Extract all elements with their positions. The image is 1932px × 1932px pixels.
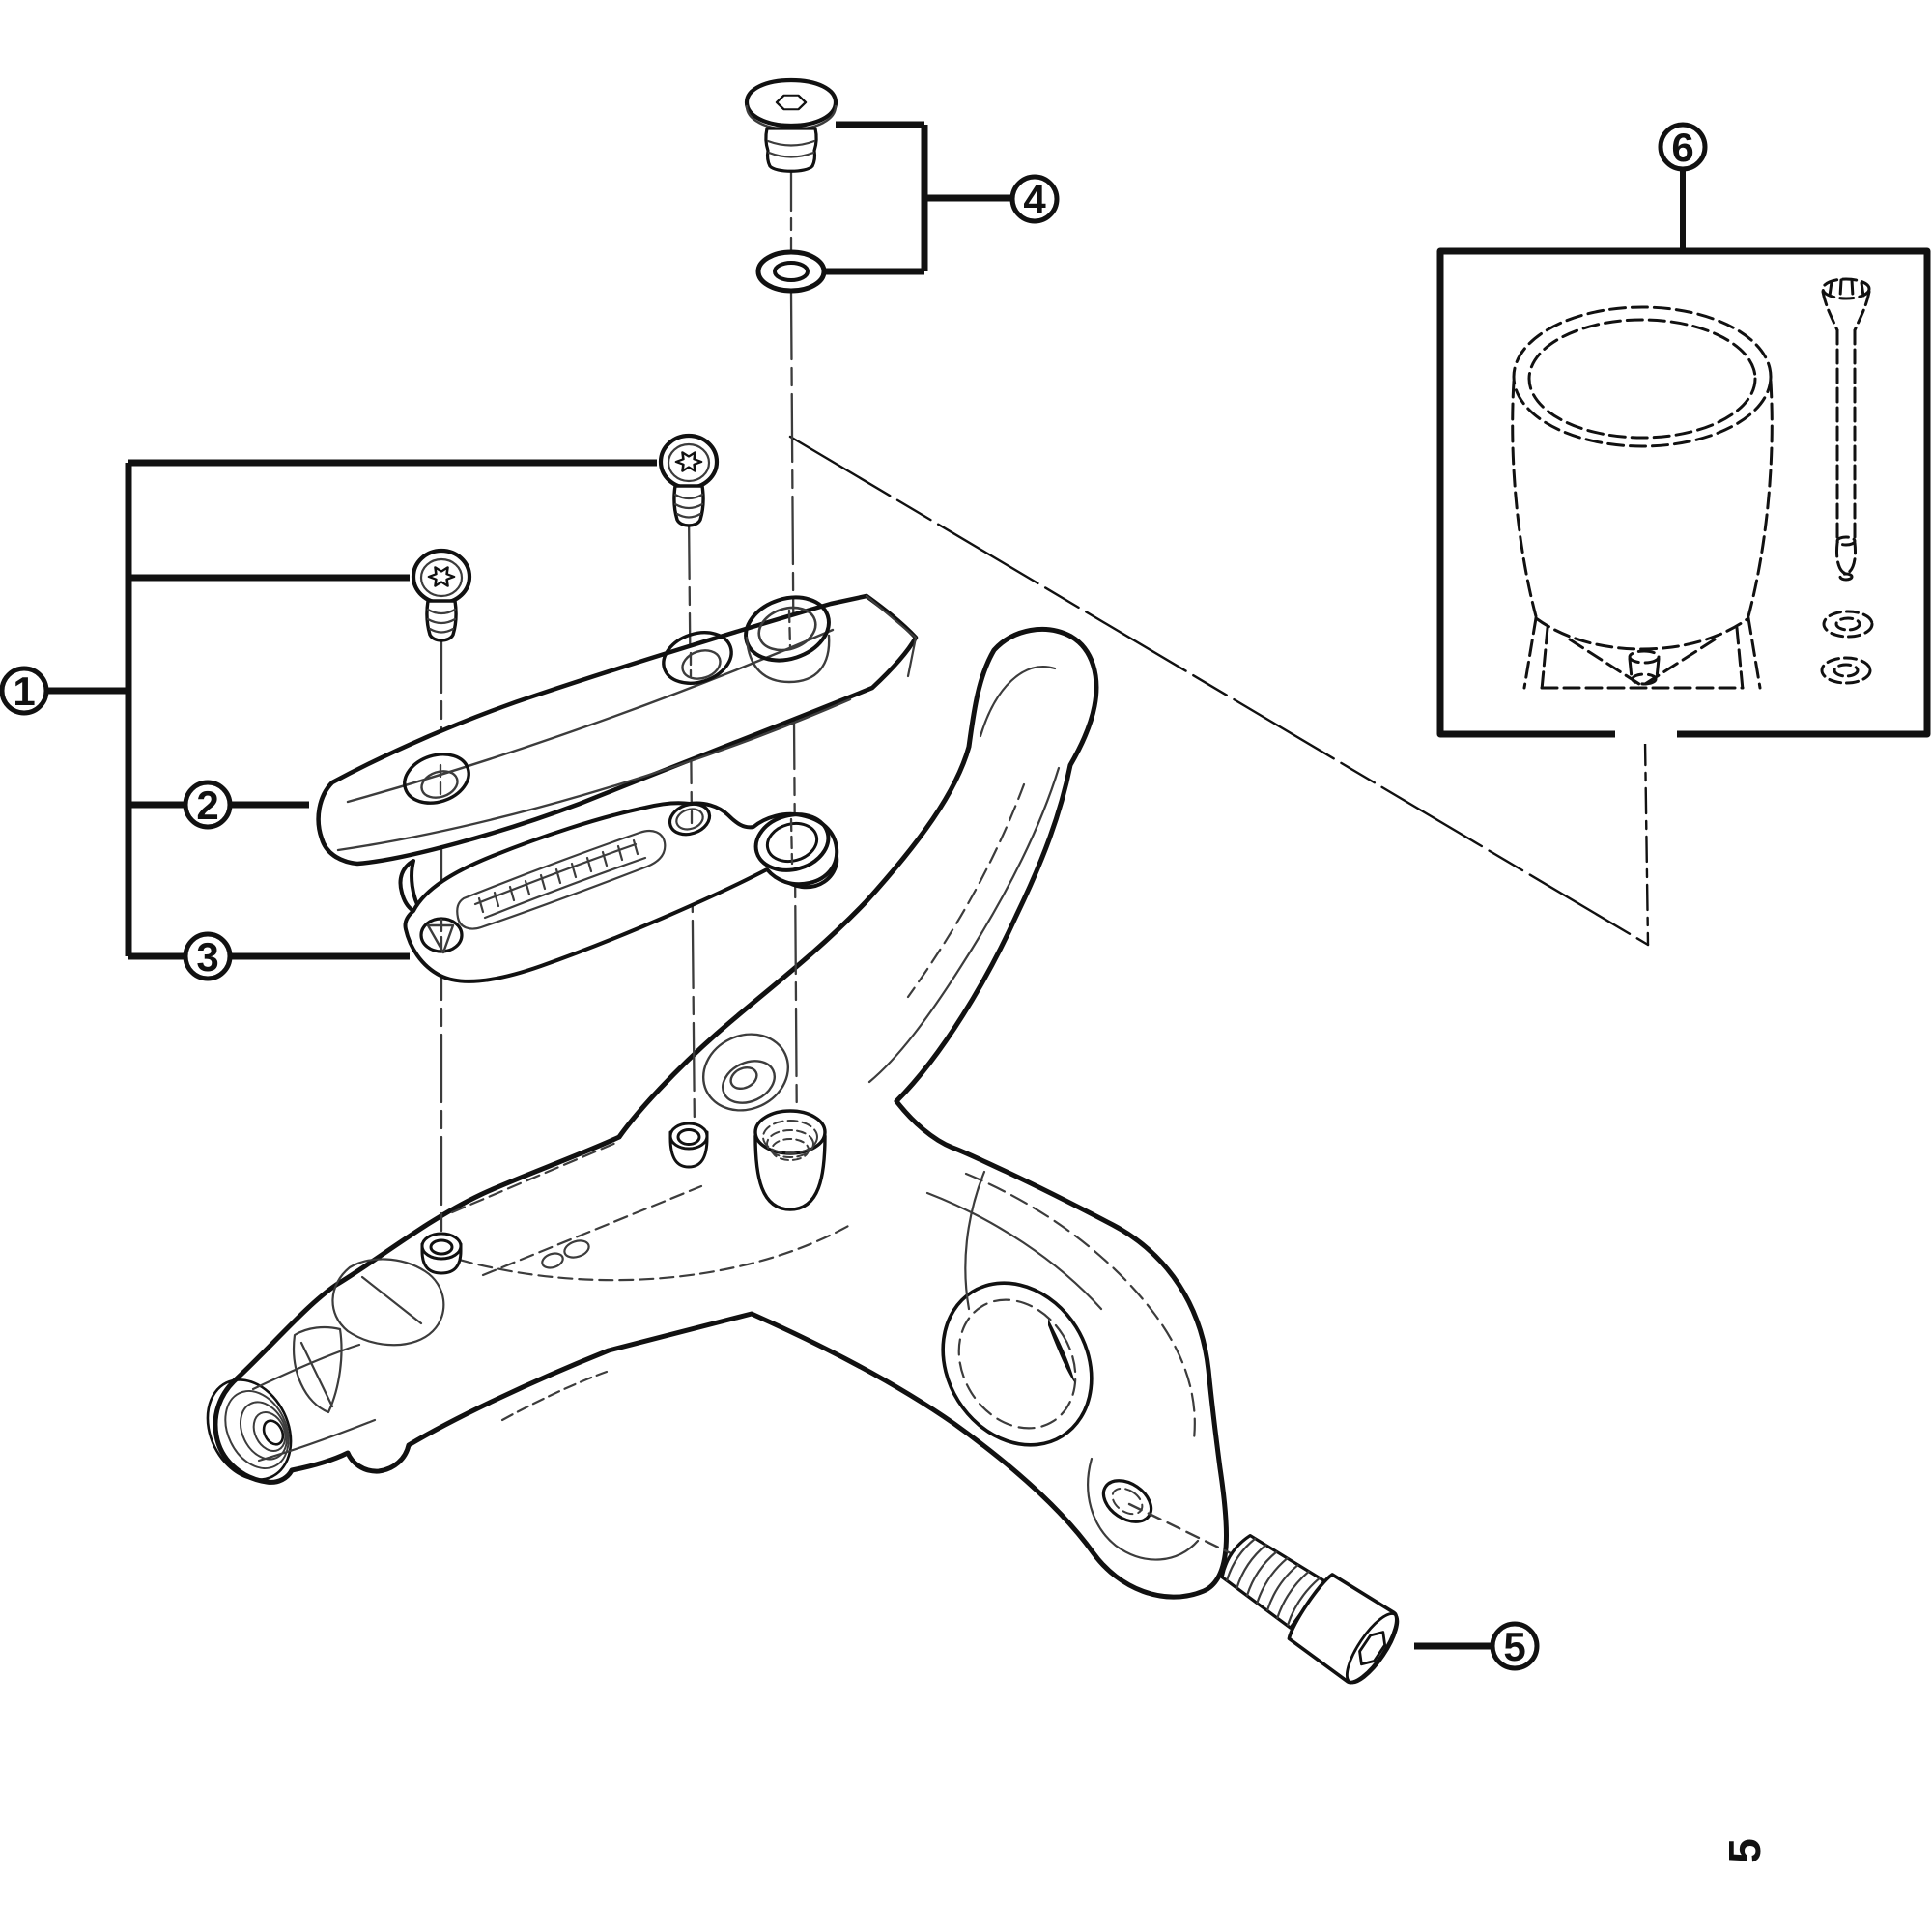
bleed-funnel [1511, 305, 1774, 692]
page-number: 5 [1719, 1838, 1770, 1863]
cover-hole-middle [662, 631, 733, 685]
cover-hole-left [403, 753, 470, 805]
callout-3-label: 3 [196, 934, 218, 980]
lever-body [206, 627, 1230, 1600]
funnel-o-rings [1820, 610, 1874, 685]
callout-2-label: 2 [196, 782, 218, 828]
callout-6[interactable]: 6 [1658, 122, 1708, 172]
callout-5[interactable]: 5 [1490, 1621, 1540, 1671]
cover-bleed-opening [744, 595, 831, 684]
cover-screw-right [658, 433, 720, 527]
callout-brackets [45, 121, 1686, 1650]
cover-screw-left [411, 548, 472, 642]
sealing-washer [755, 249, 827, 294]
bleed-screw [744, 77, 838, 173]
callout-5-label: 5 [1503, 1624, 1525, 1669]
callout-1[interactable]: 1 [0, 666, 49, 716]
deck-boss-left [420, 1232, 463, 1275]
blade-pivot [701, 1033, 790, 1112]
hole-line-segments [439, 609, 794, 954]
threaded-bore [206, 1378, 293, 1481]
reservoir-ports [420, 1109, 827, 1275]
clamp-bolt [1127, 1502, 1400, 1685]
callout-6-label: 6 [1671, 125, 1693, 170]
gasket-bleed-ring [753, 812, 831, 872]
gasket-hole-middle [668, 802, 712, 837]
deck-boss-right [668, 1122, 709, 1169]
bleed-funnel-box [1436, 247, 1931, 744]
callout-2[interactable]: 2 [183, 780, 233, 830]
blade-detail-lines [867, 666, 1061, 1084]
callout-4[interactable]: 4 [1009, 174, 1060, 224]
gasket-bead [456, 829, 667, 930]
bleed-port [753, 1109, 827, 1211]
callouts: 1 2 3 4 5 6 [0, 122, 1708, 1671]
handlebar-clamp [925, 1170, 1200, 1561]
reservoir-cover-plate [316, 593, 919, 867]
callout-3[interactable]: 3 [183, 931, 233, 981]
callout-1-label: 1 [13, 668, 35, 714]
body-surface-lines [251, 1140, 852, 1463]
diaphragm-gasket [398, 801, 839, 983]
callout-4-label: 4 [1023, 177, 1046, 222]
funnel-plug-stick [1821, 277, 1871, 582]
